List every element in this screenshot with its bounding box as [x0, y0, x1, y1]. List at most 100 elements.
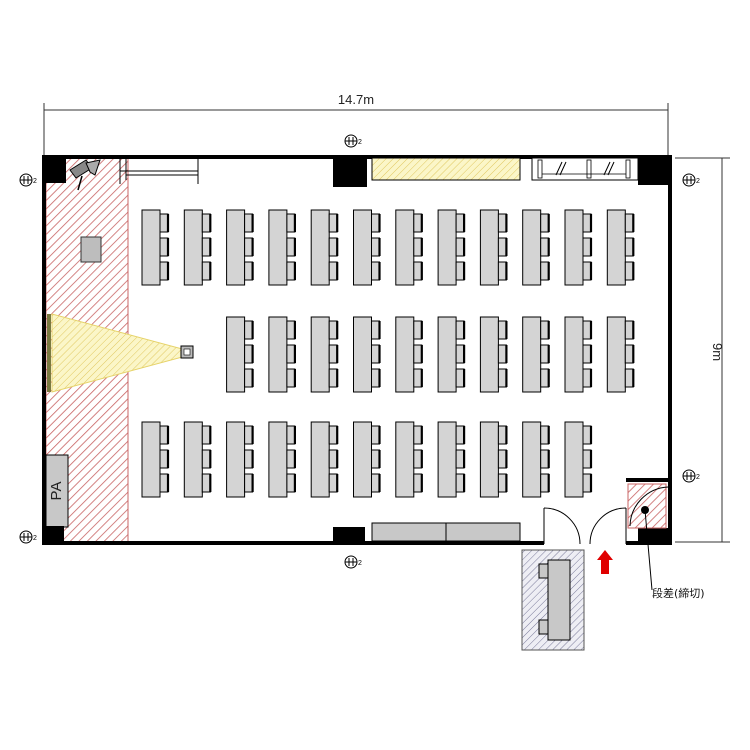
- chair: [582, 320, 592, 340]
- chair: [413, 473, 423, 493]
- desk: [479, 421, 499, 498]
- seat-group: [606, 209, 635, 286]
- desk: [395, 209, 415, 286]
- chair: [497, 320, 507, 340]
- seat-group: [606, 316, 635, 393]
- seat-group: [268, 316, 296, 393]
- chair: [582, 473, 592, 493]
- chair: [244, 368, 254, 388]
- chair: [286, 261, 296, 281]
- chair: [328, 449, 338, 469]
- desk: [606, 316, 626, 393]
- chair: [540, 344, 550, 364]
- desk: [268, 209, 288, 286]
- outlet-icon: 2: [682, 469, 700, 483]
- outlet-count: 2: [33, 178, 37, 185]
- chair: [371, 344, 380, 364]
- chair: [286, 237, 296, 257]
- seat-group: [226, 421, 254, 498]
- desk: [310, 421, 330, 498]
- chair: [497, 261, 507, 281]
- chair: [286, 449, 296, 469]
- seat-group: [395, 316, 423, 393]
- seat-group: [437, 209, 466, 286]
- seat-group: [564, 209, 593, 286]
- chair: [624, 261, 634, 281]
- chair: [455, 261, 465, 281]
- chair: [455, 449, 465, 469]
- step-note: 段差(締切): [652, 586, 705, 600]
- chair: [328, 368, 338, 388]
- chair: [286, 213, 296, 233]
- chair: [582, 344, 592, 364]
- chair: [328, 473, 338, 493]
- chair: [201, 473, 211, 493]
- desk: [522, 421, 542, 498]
- desk: [141, 421, 161, 498]
- chair: [497, 237, 507, 257]
- chair: [371, 425, 380, 445]
- desk: [268, 421, 288, 498]
- desk: [353, 316, 372, 393]
- chair: [201, 449, 211, 469]
- seat-group: [479, 316, 508, 393]
- outlet-count: 2: [696, 474, 700, 481]
- entrance-arrow-icon: [597, 550, 613, 574]
- chair: [244, 425, 254, 445]
- chair: [413, 425, 423, 445]
- chair: [455, 368, 465, 388]
- chair: [413, 320, 423, 340]
- desk: [437, 316, 457, 393]
- chair: [497, 213, 507, 233]
- lobby-reception: [521, 549, 585, 651]
- seat-group: [353, 316, 381, 393]
- seat-group: [268, 209, 296, 286]
- chair: [540, 473, 550, 493]
- seat-group: [268, 421, 296, 498]
- desk: [564, 209, 584, 286]
- chair: [455, 425, 465, 445]
- chair: [624, 213, 634, 233]
- chair: [159, 449, 169, 469]
- chair: [455, 344, 465, 364]
- step-area: [627, 483, 669, 591]
- desk: [564, 421, 584, 498]
- chair: [371, 320, 380, 340]
- seat-group: [395, 209, 423, 286]
- chair: [244, 344, 254, 364]
- chair: [159, 473, 169, 493]
- height-dimension: 9m: [675, 157, 730, 543]
- chair: [371, 261, 380, 281]
- chair: [201, 213, 211, 233]
- projection-screen: [47, 314, 51, 392]
- chair: [624, 320, 634, 340]
- pillars: [42, 155, 672, 545]
- entrance-doors: [543, 507, 627, 545]
- outlet-count: 2: [696, 178, 700, 185]
- seat-group: [522, 421, 550, 498]
- chair: [328, 320, 338, 340]
- seat-group: [522, 209, 550, 286]
- chair: [286, 473, 296, 493]
- desk: [141, 209, 161, 286]
- desk: [479, 209, 499, 286]
- desk: [226, 421, 246, 498]
- chair: [413, 237, 423, 257]
- chair: [328, 344, 338, 364]
- seat-group: [522, 316, 550, 393]
- chair: [582, 213, 592, 233]
- chair: [582, 261, 592, 281]
- outlet-count: 2: [33, 535, 37, 542]
- chair: [455, 320, 465, 340]
- desk: [479, 316, 499, 393]
- chair: [328, 425, 338, 445]
- chair: [413, 368, 423, 388]
- chair: [497, 344, 507, 364]
- seat-group: [479, 421, 508, 498]
- desk: [268, 316, 288, 393]
- width-dimension: 14.7m: [43, 92, 669, 158]
- desk: [310, 209, 330, 286]
- seat-group: [141, 421, 170, 498]
